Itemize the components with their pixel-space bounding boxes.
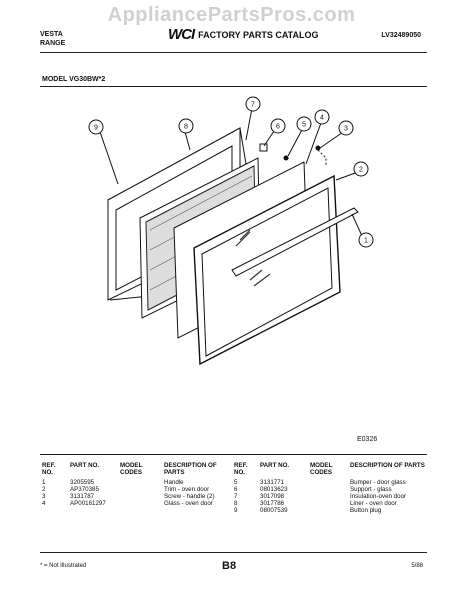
cell-model [310, 479, 350, 486]
cell-part: 3017786 [260, 500, 285, 507]
table-header-row: REF. NO. PART NO. MODEL CODES DESCRIPTIO… [42, 462, 242, 479]
callout-7: 7 [251, 102, 255, 109]
footer-rule [40, 552, 427, 553]
table-row: 3 3131787 Screw - handle (2) [42, 493, 242, 500]
cell-model [310, 507, 350, 514]
part-bumper [283, 155, 289, 161]
footnote: * = Not Illustrated [40, 563, 87, 569]
cell-ref: 7 [234, 493, 238, 500]
cell-desc: Glass - oven door [164, 500, 213, 507]
cell-part: AP370385 [70, 486, 99, 493]
cell-ref: 8 [234, 500, 238, 507]
callout-2: 2 [359, 167, 363, 174]
watermark: AppliancePartsPros.com [107, 4, 356, 26]
header-desc: DESCRIPTION OF PARTS [164, 462, 217, 476]
cell-model [120, 479, 164, 486]
brand-block: VESTA RANGE [40, 30, 65, 48]
table-row: 6 08013623 Support - glass [234, 486, 430, 493]
header-model: MODEL CODES [310, 462, 333, 476]
cell-desc: Liner - oven door [350, 500, 397, 507]
wci-logo: WCI [168, 26, 195, 43]
cell-desc: Button plug [350, 507, 382, 514]
cell-part: 3131771 [260, 479, 285, 486]
header-ref: REF. NO. [42, 462, 56, 476]
header-rule [40, 52, 427, 53]
cell-desc: Screw - handle (2) [164, 493, 215, 500]
table-row: 8 3017786 Liner - oven door [234, 500, 430, 507]
header-model: MODEL CODES [120, 462, 143, 476]
parts-table-left: REF. NO. PART NO. MODEL CODES DESCRIPTIO… [42, 462, 242, 507]
callout-3: 3 [344, 126, 348, 133]
revision-date: 5/88 [411, 563, 423, 569]
cell-part: 3205595 [70, 479, 95, 486]
table-row: 1 3205595 Handle [42, 479, 242, 486]
cell-part: AP00161297 [70, 500, 106, 507]
cell-model [310, 500, 350, 507]
callout-4: 4 [320, 115, 324, 122]
header-ref: REF. NO. [234, 462, 248, 476]
table-row: 7 3017098 Insulation-oven door [234, 493, 430, 500]
cell-desc: Insulation-oven door [350, 493, 407, 500]
cell-ref: 2 [42, 486, 46, 493]
part-trim-frame [193, 174, 341, 366]
model-rule [40, 86, 427, 87]
catalog-code: LV32489050 [381, 32, 421, 39]
callout-1: 1 [364, 238, 368, 245]
header-part: PART NO. [260, 462, 290, 469]
cell-desc: Trim - oven door [164, 486, 210, 493]
model-label: MODEL VG30BW*2 [42, 76, 106, 83]
catalog-header: WCI FACTORY PARTS CATALOG [168, 26, 319, 43]
cell-desc: Bumper - door glass [350, 479, 406, 486]
callout-5: 5 [302, 122, 306, 129]
cell-part: 3131787 [70, 493, 95, 500]
page-number: B8 [222, 560, 237, 572]
cell-ref: 5 [234, 479, 238, 486]
part-screw [315, 145, 321, 151]
header-part: PART NO. [70, 462, 100, 469]
catalog-title: FACTORY PARTS CATALOG [198, 29, 319, 40]
cell-model [120, 486, 164, 493]
figure-code: E0326 [357, 436, 378, 443]
table-row: 2 AP370385 Trim - oven door [42, 486, 242, 493]
cell-model [310, 493, 350, 500]
cell-model [120, 493, 164, 500]
cell-ref: 1 [42, 479, 46, 486]
part-handle [231, 207, 359, 277]
cell-part: 08013623 [260, 486, 288, 493]
cell-ref: 3 [42, 493, 46, 500]
cell-ref: 9 [234, 507, 238, 514]
cell-model [120, 500, 164, 507]
table-row: 9 08007539 Button plug [234, 507, 430, 514]
parts-table-right: REF. NO. PART NO. MODEL CODES DESCRIPTIO… [234, 462, 430, 514]
callout-9: 9 [94, 125, 98, 132]
header-desc: DESCRIPTION OF PARTS [350, 462, 425, 469]
cell-ref: 6 [234, 486, 238, 493]
cell-desc: Handle [164, 479, 184, 486]
cell-desc: Support - glass [350, 486, 392, 493]
cell-part: 3017098 [260, 493, 285, 500]
callout-6: 6 [276, 124, 280, 131]
brand-line-2: RANGE [40, 40, 66, 47]
table-row: 5 3131771 Bumper - door glass [234, 479, 430, 486]
table-header-row: REF. NO. PART NO. MODEL CODES DESCRIPTIO… [234, 462, 430, 479]
callout-8: 8 [184, 124, 188, 131]
table-row: 4 AP00161297 Glass - oven door [42, 500, 242, 507]
cell-part: 08007539 [260, 507, 288, 514]
table-rule [40, 454, 427, 455]
part-support-glass [259, 143, 268, 152]
cell-ref: 4 [42, 500, 46, 507]
brand-line-1: VESTA [40, 31, 63, 38]
cell-model [310, 486, 350, 493]
